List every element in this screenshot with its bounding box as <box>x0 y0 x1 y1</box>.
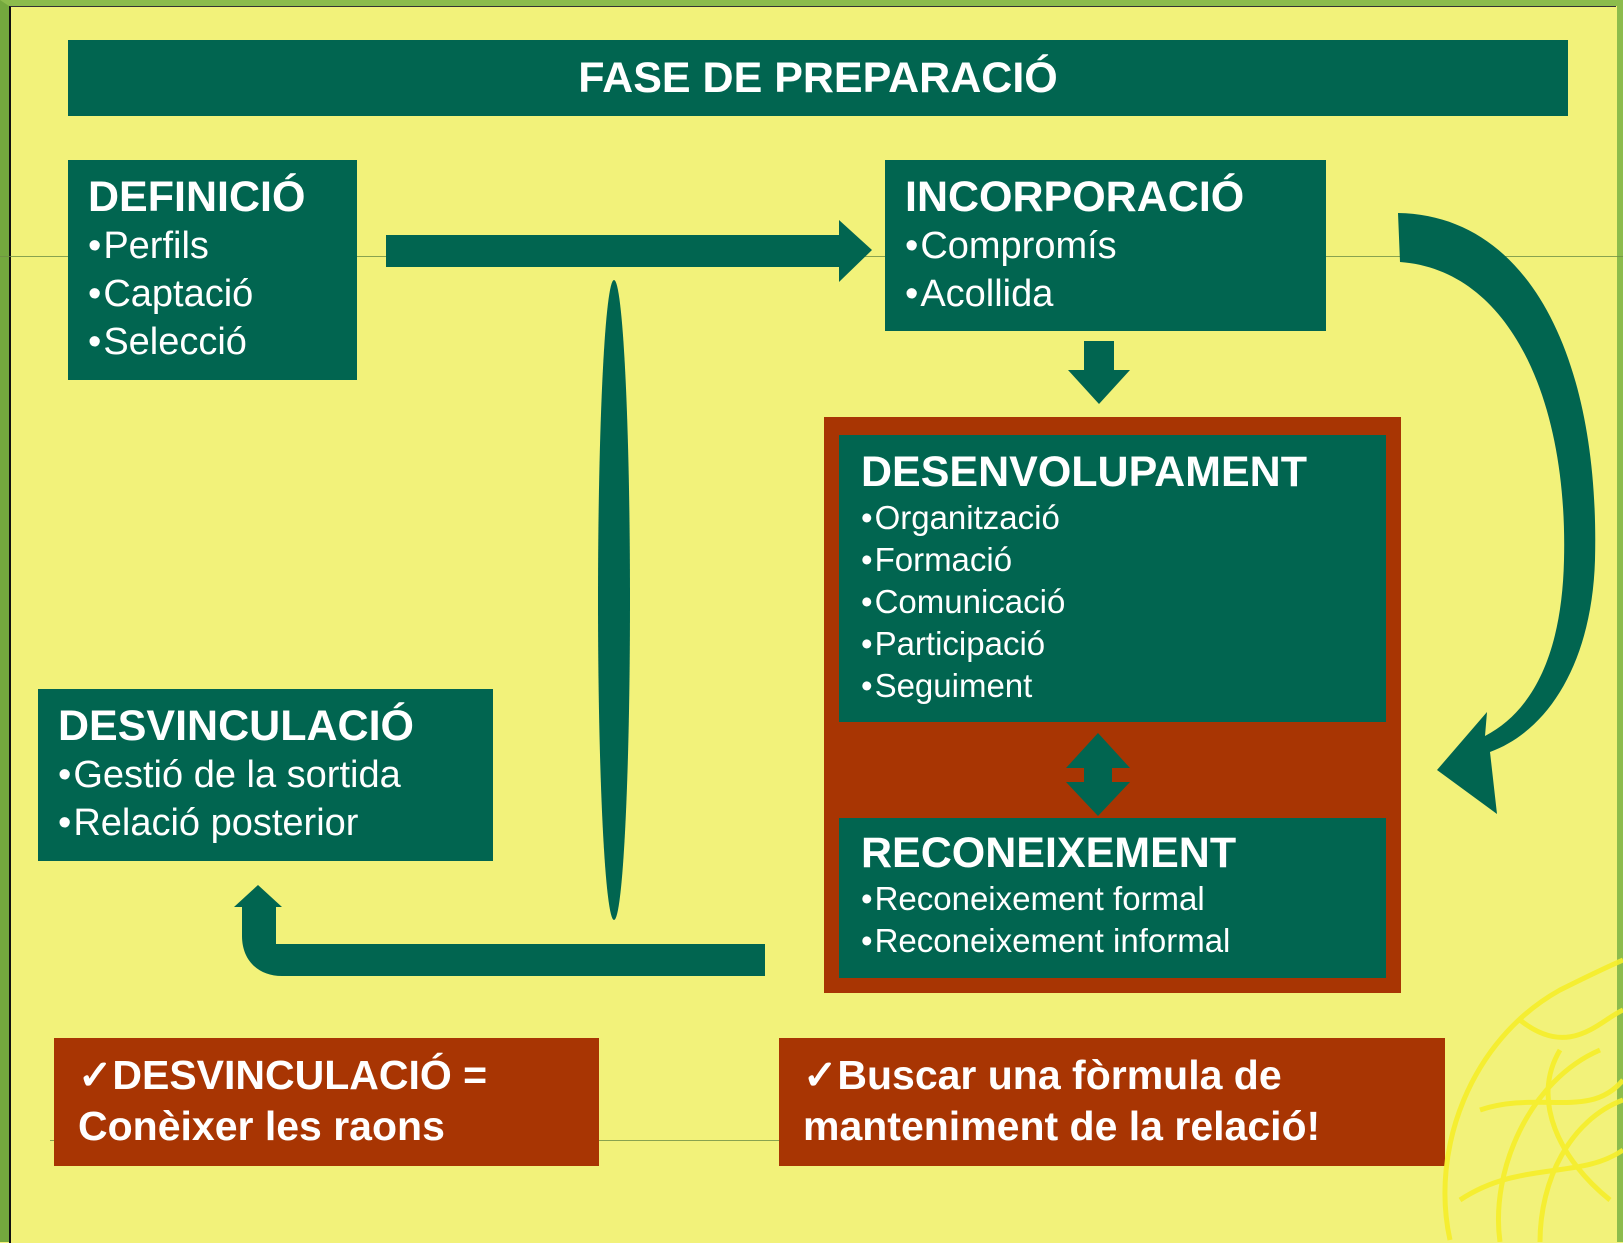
frame-inner-line <box>9 6 1616 1243</box>
curved-arrow-icon <box>1398 213 1596 814</box>
list-item: Organització <box>861 497 1386 539</box>
double-arrow-icon <box>1066 733 1130 816</box>
desvinculacio-list: Gestió de la sortida Relació posterior <box>58 751 493 847</box>
arrow-right-icon <box>386 220 872 282</box>
incorporacio-list: Compromís Acollida <box>905 222 1326 318</box>
note-right-line2: manteniment de la relació! <box>803 1103 1321 1149</box>
list-item: Participació <box>861 623 1386 665</box>
divider-ellipse <box>598 280 630 920</box>
reconeixement-box: RECONEIXEMENT Reconeixement formal Recon… <box>839 818 1386 978</box>
list-item: Comunicació <box>861 581 1386 623</box>
list-item: Relació posterior <box>58 799 493 847</box>
desvinculacio-box: DESVINCULACIÓ Gestió de la sortida Relac… <box>38 689 493 861</box>
check-icon: ✓ <box>78 1052 113 1098</box>
guide-line-bottom <box>50 1140 1445 1141</box>
note-left-line1: DESVINCULACIÓ = <box>112 1052 488 1098</box>
list-item: Acollida <box>905 270 1326 318</box>
definicio-list: Perfils Captació Selecció <box>88 222 357 366</box>
desenvolupament-box: DESENVOLUPAMENT Organització Formació Co… <box>839 435 1386 722</box>
incorporacio-box: INCORPORACIÓ Compromís Acollida <box>885 160 1326 331</box>
list-item: Selecció <box>88 318 357 366</box>
note-left-line2: Conèixer les raons <box>78 1103 445 1149</box>
definicio-box: DEFINICIÓ Perfils Captació Selecció <box>68 160 357 380</box>
page-title: FASE DE PREPARACIÓ <box>578 53 1058 102</box>
desenvolupament-list: Organització Formació Comunicació Partic… <box>861 497 1386 707</box>
list-item: Captació <box>88 270 357 318</box>
list-item: Gestió de la sortida <box>58 751 493 799</box>
desvinculacio-title: DESVINCULACIÓ <box>58 702 414 750</box>
check-icon: ✓ <box>803 1052 838 1098</box>
reconeixement-list: Reconeixement formal Reconeixement infor… <box>861 878 1386 962</box>
arrow-down-icon <box>1068 341 1130 404</box>
list-item: Perfils <box>88 222 357 270</box>
return-arrow-icon <box>234 885 765 976</box>
list-item: Formació <box>861 539 1386 581</box>
incorporacio-title: INCORPORACIÓ <box>905 173 1245 221</box>
desenvolupament-title: DESENVOLUPAMENT <box>861 448 1307 496</box>
list-item: Compromís <box>905 222 1326 270</box>
note-right-line1: Buscar una fòrmula de <box>837 1052 1282 1098</box>
list-item: Reconeixement formal <box>861 878 1386 920</box>
note-left: ✓DESVINCULACIÓ = Conèixer les raons <box>54 1038 599 1166</box>
list-item: Seguiment <box>861 665 1386 707</box>
reconeixement-title: RECONEIXEMENT <box>861 829 1237 877</box>
note-right: ✓Buscar una fòrmula de manteniment de la… <box>779 1038 1445 1166</box>
scribble-decoration <box>1442 957 1623 1242</box>
definicio-title: DEFINICIÓ <box>88 173 306 221</box>
list-item: Reconeixement informal <box>861 920 1386 962</box>
header-banner: FASE DE PREPARACIÓ <box>68 40 1568 116</box>
